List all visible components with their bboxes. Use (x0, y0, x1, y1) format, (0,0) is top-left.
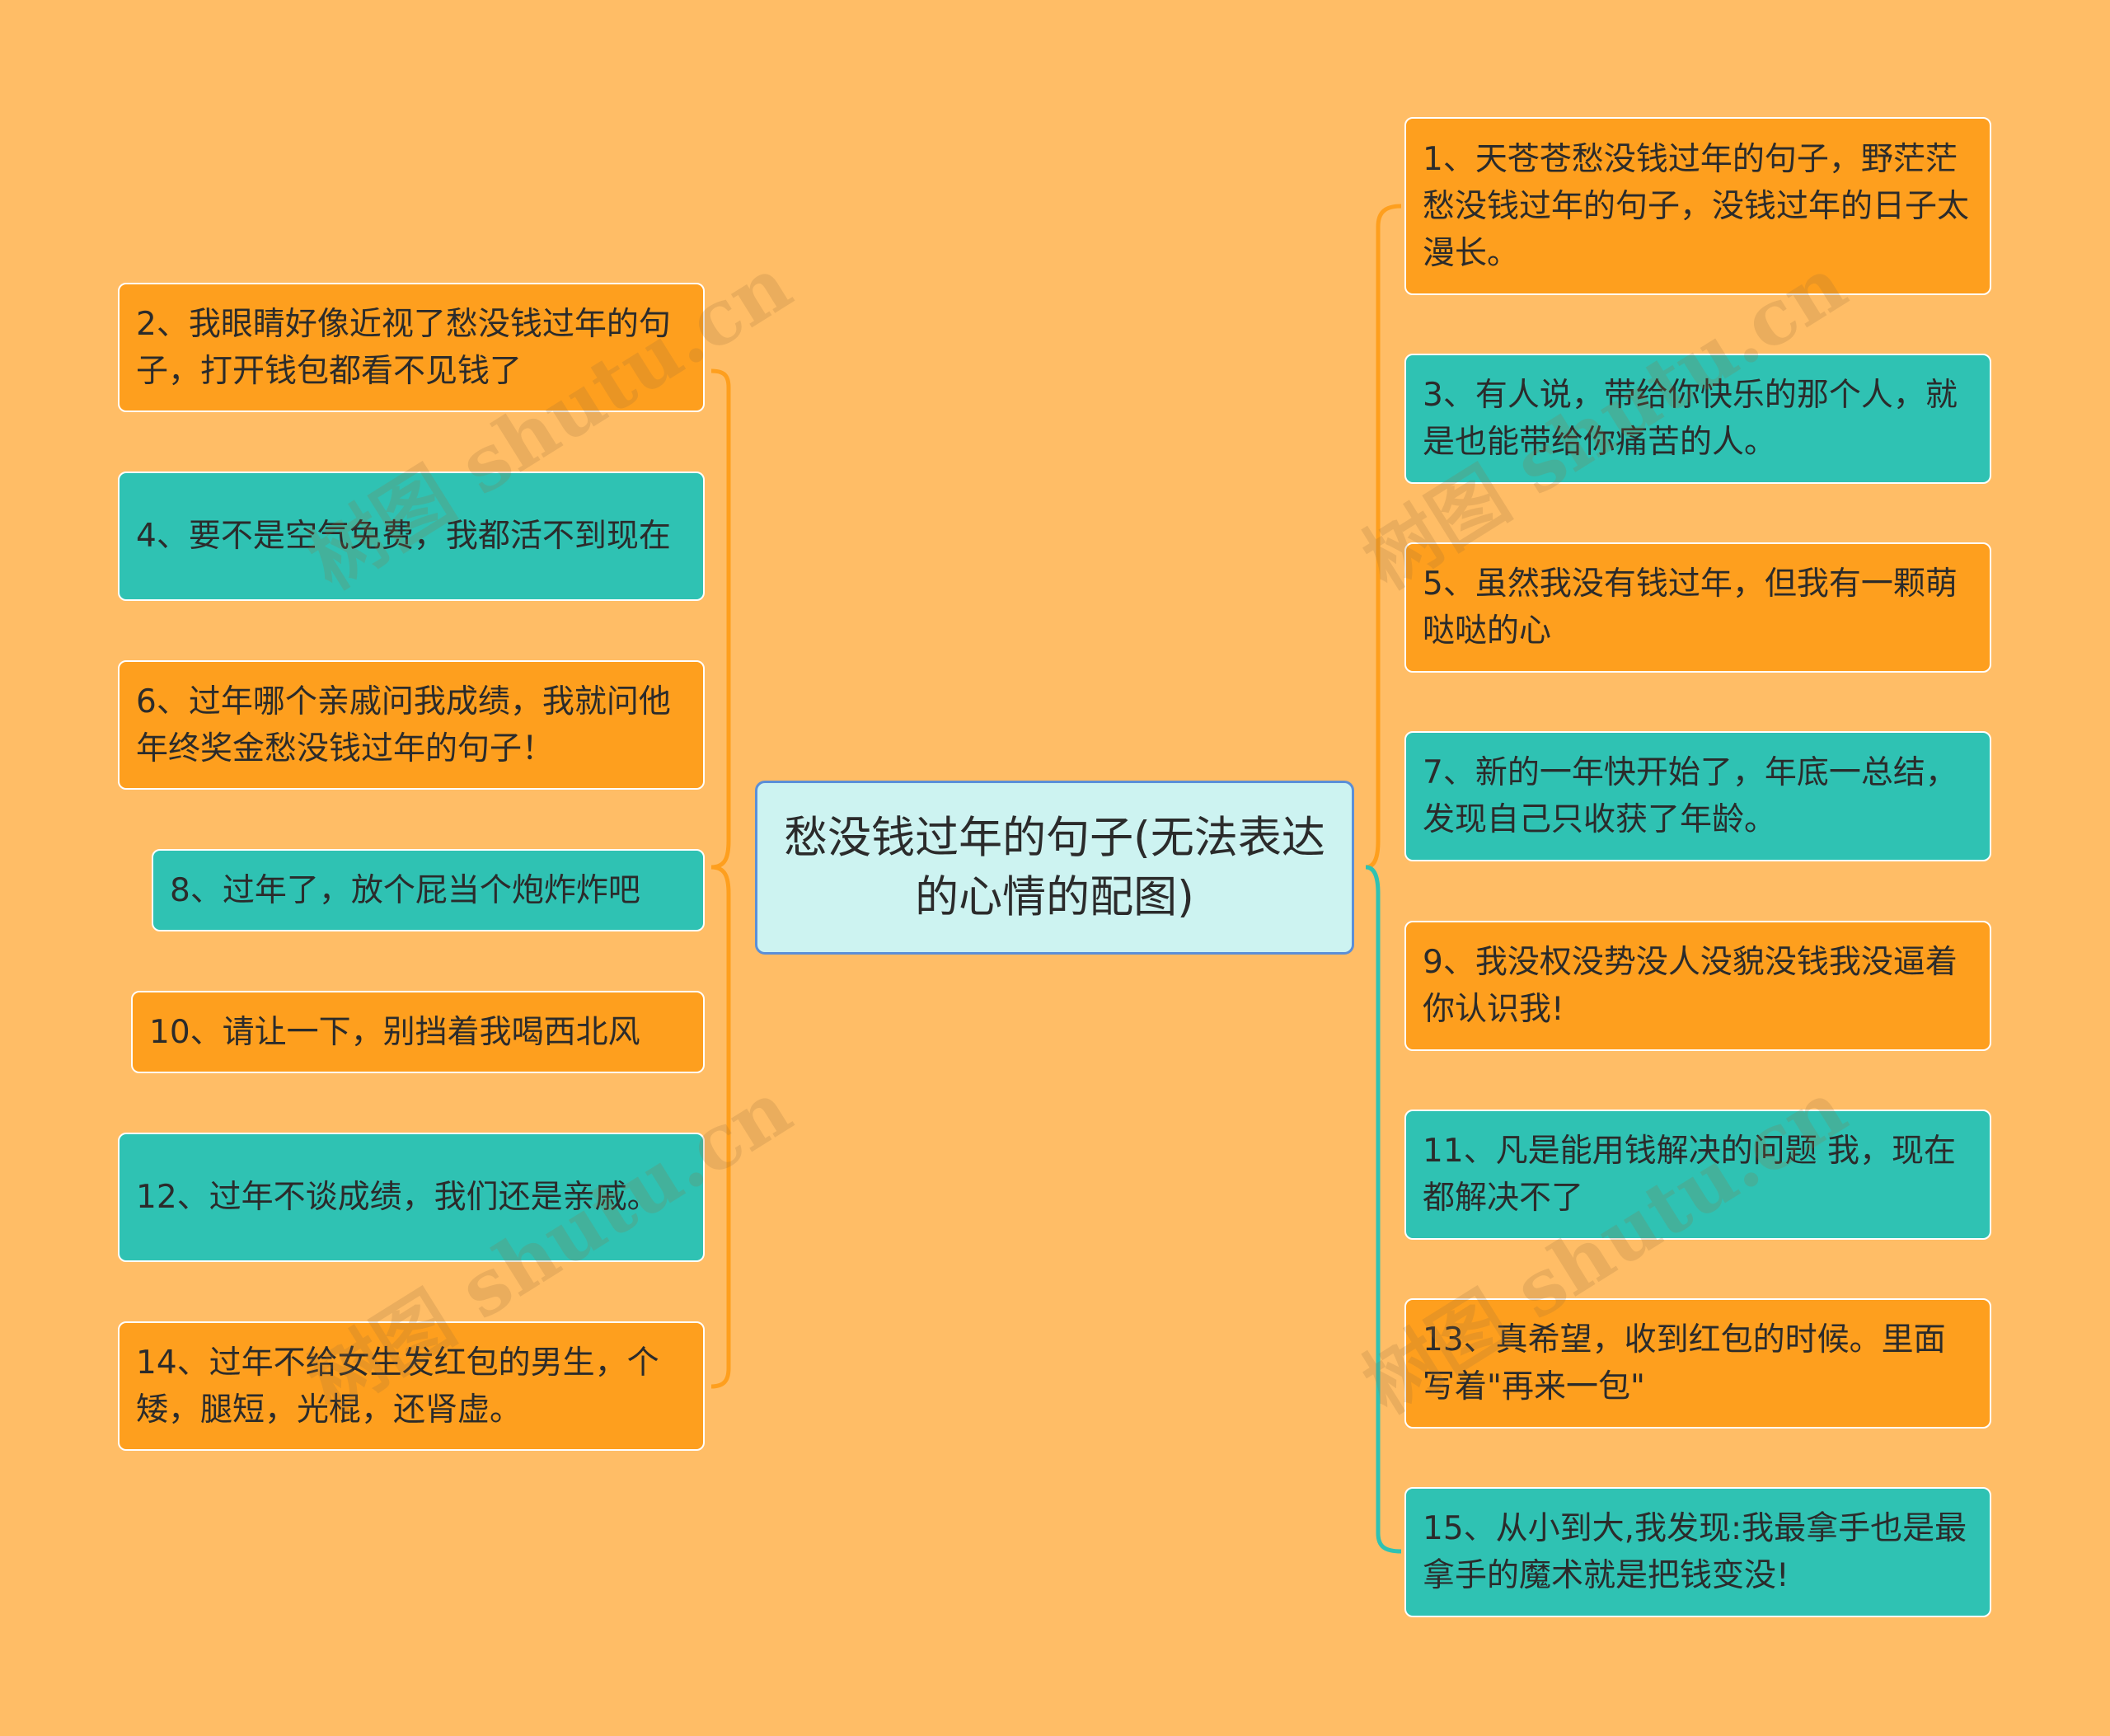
branch-node-5-label: 5、虽然我没有钱过年，但我有一颗萌哒哒的心 (1423, 565, 1958, 650)
branch-node-9-label: 9、我没权没势没人没貌没钱我没逼着你认识我! (1423, 944, 1958, 1028)
branch-node-8[interactable]: 8、过年了，放个屁当个炮炸炸吧 (152, 849, 705, 931)
branch-node-13-label: 13、真希望，收到红包的时候。里面写着"再来一包" (1423, 1321, 1946, 1405)
branch-node-12[interactable]: 12、过年不谈成绩，我们还是亲戚。 (118, 1133, 705, 1262)
branch-node-6[interactable]: 6、过年哪个亲戚问我成绩，我就问他年终奖金愁没钱过年的句子！ (118, 660, 705, 790)
right-teal-bracket (1365, 865, 1402, 1554)
branch-node-11[interactable]: 11、凡是能用钱解决的问题 我，现在都解决不了 (1404, 1110, 1991, 1240)
branch-node-2[interactable]: 2、我眼睛好像近视了愁没钱过年的句子，打开钱包都看不见钱了 (118, 283, 705, 412)
branch-node-7-label: 7、新的一年快开始了，年底一总结，发现自己只收获了年龄。 (1423, 754, 1958, 838)
branch-node-14[interactable]: 14、过年不给女生发红包的男生，个矮，腿短，光棍，还肾虚。 (118, 1321, 705, 1451)
right-orange-bracket (1365, 204, 1402, 870)
branch-node-2-label: 2、我眼睛好像近视了愁没钱过年的句子，打开钱包都看不见钱了 (136, 305, 671, 390)
branch-node-4[interactable]: 4、要不是空气免费，我都活不到现在 (118, 472, 705, 601)
branch-node-14-label: 14、过年不给女生发红包的男生，个矮，腿短，光棍，还肾虚。 (136, 1344, 659, 1429)
branch-node-15[interactable]: 15、从小到大,我发现:我最拿手也是最拿手的魔术就是把钱变没! (1404, 1487, 1991, 1617)
branch-node-4-label: 4、要不是空气免费，我都活不到现在 (136, 518, 671, 555)
branch-node-13[interactable]: 13、真希望，收到红包的时候。里面写着"再来一包" (1404, 1298, 1991, 1429)
center-topic[interactable]: 愁没钱过年的句子(无法表达的心情的配图) (755, 781, 1354, 955)
branch-node-1-label: 1、天苍苍愁没钱过年的句子，野茫茫愁没钱过年的句子，没钱过年的日子太漫长。 (1423, 140, 1970, 272)
left-orange-bracket-lower (710, 865, 731, 1389)
branch-node-10[interactable]: 10、请让一下，别挡着我喝西北风 (131, 991, 705, 1073)
left-orange-bracket (710, 368, 731, 870)
branch-node-15-label: 15、从小到大,我发现:我最拿手也是最拿手的魔术就是把钱变没! (1423, 1510, 1967, 1594)
branch-node-3-label: 3、有人说，带给你快乐的那个人，就是也能带给你痛苦的人。 (1423, 377, 1958, 461)
branch-node-12-label: 12、过年不谈成绩，我们还是亲戚。 (136, 1179, 659, 1216)
branch-node-3[interactable]: 3、有人说，带给你快乐的那个人，就是也能带给你痛苦的人。 (1404, 354, 1991, 484)
branch-node-11-label: 11、凡是能用钱解决的问题 我，现在都解决不了 (1423, 1133, 1957, 1217)
branch-node-8-label: 8、过年了，放个屁当个炮炸炸吧 (170, 871, 640, 909)
branch-node-10-label: 10、请让一下，别挡着我喝西北风 (149, 1013, 640, 1051)
branch-node-6-label: 6、过年哪个亲戚问我成绩，我就问他年终奖金愁没钱过年的句子！ (136, 683, 671, 767)
branch-node-1[interactable]: 1、天苍苍愁没钱过年的句子，野茫茫愁没钱过年的句子，没钱过年的日子太漫长。 (1404, 117, 1991, 295)
center-topic-label: 愁没钱过年的句子(无法表达的心情的配图) (784, 812, 1325, 922)
branch-node-9[interactable]: 9、我没权没势没人没貌没钱我没逼着你认识我! (1404, 921, 1991, 1051)
branch-node-5[interactable]: 5、虽然我没有钱过年，但我有一颗萌哒哒的心 (1404, 542, 1991, 673)
branch-node-7[interactable]: 7、新的一年快开始了，年底一总结，发现自己只收获了年龄。 (1404, 731, 1991, 861)
